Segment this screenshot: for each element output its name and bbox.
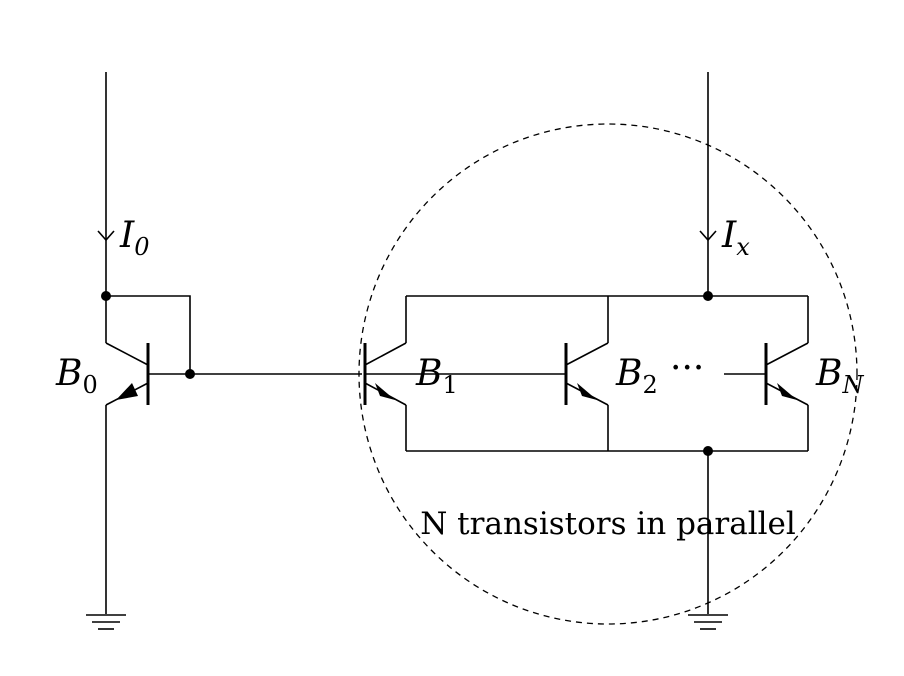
transistor-b1: [363, 296, 407, 451]
current-arrow-i0: [97, 230, 115, 242]
junction-dot: [101, 291, 111, 301]
label-bn: BN: [815, 353, 864, 399]
junction-dot: [703, 291, 713, 301]
label-ix: Ix: [721, 215, 750, 261]
ground-icon: [688, 614, 728, 630]
ground-icon: [86, 614, 126, 630]
transistor-b2: [564, 296, 609, 451]
label-b1: B1: [415, 353, 458, 399]
label-b0: B0: [55, 353, 98, 399]
ellipsis-label: ···: [670, 348, 704, 389]
parallel-caption: N transistors in parallel: [420, 506, 796, 542]
junction-dot: [185, 369, 195, 379]
transistor-b0: [105, 342, 150, 406]
label-b2: B2: [615, 353, 658, 399]
current-arrow-ix: [699, 230, 717, 242]
diode-connection-wire: [106, 295, 191, 374]
label-i0: I0: [119, 215, 150, 261]
transistor-bn: [764, 296, 809, 451]
